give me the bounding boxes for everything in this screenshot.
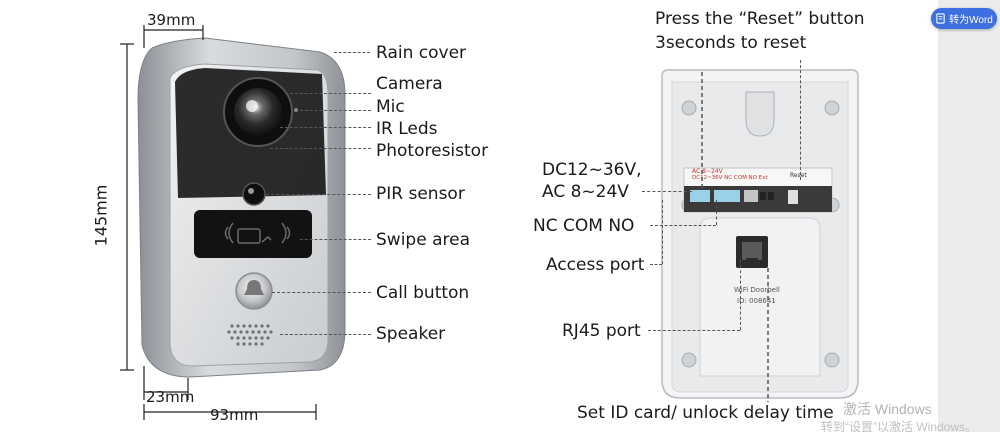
leader-ir-leds: [280, 127, 371, 128]
leader-pir: [266, 194, 371, 195]
label-pir-sensor: PIR sensor: [376, 184, 465, 204]
leader-rj45: [648, 330, 740, 331]
leader-call: [272, 292, 371, 293]
leader-photoresistor: [270, 148, 371, 149]
label-power-line2: AC 8~24V: [542, 182, 629, 202]
leader-nc-com-no-v: [716, 200, 717, 225]
leader-access: [650, 264, 662, 265]
leader-rj45-v: [740, 260, 741, 330]
swipe-area-panel: [194, 210, 312, 258]
leader-power: [642, 191, 692, 192]
label-call-button: Call button: [376, 283, 470, 303]
strip-text-ac: AC 8~24V: [692, 168, 723, 175]
label-nc-com-no: NC COM NO: [533, 216, 635, 236]
label-reset-line1: Press the “Reset” button: [655, 9, 865, 29]
speaker-grille: [227, 324, 273, 346]
label-access-port: Access port: [546, 255, 645, 275]
leader-access-v: [662, 200, 663, 264]
activation-watermark-text: 转到“设置”以激活 Windows。: [821, 420, 978, 432]
leader-speaker: [280, 334, 371, 335]
front-device-illustration: [120, 25, 859, 420]
document-page: AC 8~24V DC12~36V NC COM NO Ext Reset Wi…: [0, 0, 938, 432]
strip-text-reset: Reset: [790, 172, 807, 179]
label-reset-line2: 3seconds to reset: [655, 33, 807, 53]
label-power-line1: DC12~36V,: [542, 160, 642, 180]
label-swipe-area: Swipe area: [376, 230, 470, 250]
label-rj45-port: RJ45 port: [562, 321, 641, 341]
label-rain-cover: Rain cover: [376, 43, 467, 63]
strip-text-terminals: DC12~36V NC COM NO Ext: [692, 175, 768, 181]
leader-nc-com-no: [650, 225, 716, 226]
leader-reset-v: [800, 60, 801, 180]
activation-watermark-title: 激活 Windows: [843, 401, 932, 417]
model-text: WiFi Doorbell: [734, 286, 780, 294]
convert-to-word-label: 转为Word: [949, 15, 993, 26]
dim-width-bottom: 93mm: [210, 406, 259, 424]
dim-height: 145mm: [91, 184, 111, 247]
dim-width-top: 39mm: [147, 11, 196, 29]
id-text: ID: 008641: [737, 297, 776, 305]
leader-camera: [285, 93, 371, 94]
label-ir-leds: IR Leds: [376, 119, 438, 139]
pir-sensor: [242, 182, 266, 206]
label-speaker: Speaker: [376, 324, 446, 344]
leader-swipe: [300, 239, 371, 240]
label-photoresistor: Photoresistor: [376, 141, 489, 161]
dim-depth: 23mm: [146, 388, 195, 406]
label-camera: Camera: [376, 74, 443, 94]
convert-to-word-button[interactable]: 转为Word: [931, 8, 997, 29]
label-set-id: Set ID card/ unlock delay time: [577, 403, 834, 423]
label-mic: Mic: [376, 97, 405, 117]
mic-hole: [294, 108, 298, 112]
leader-mic: [300, 110, 371, 111]
document-icon: [936, 13, 945, 24]
leader-rain-cover: [334, 52, 370, 53]
